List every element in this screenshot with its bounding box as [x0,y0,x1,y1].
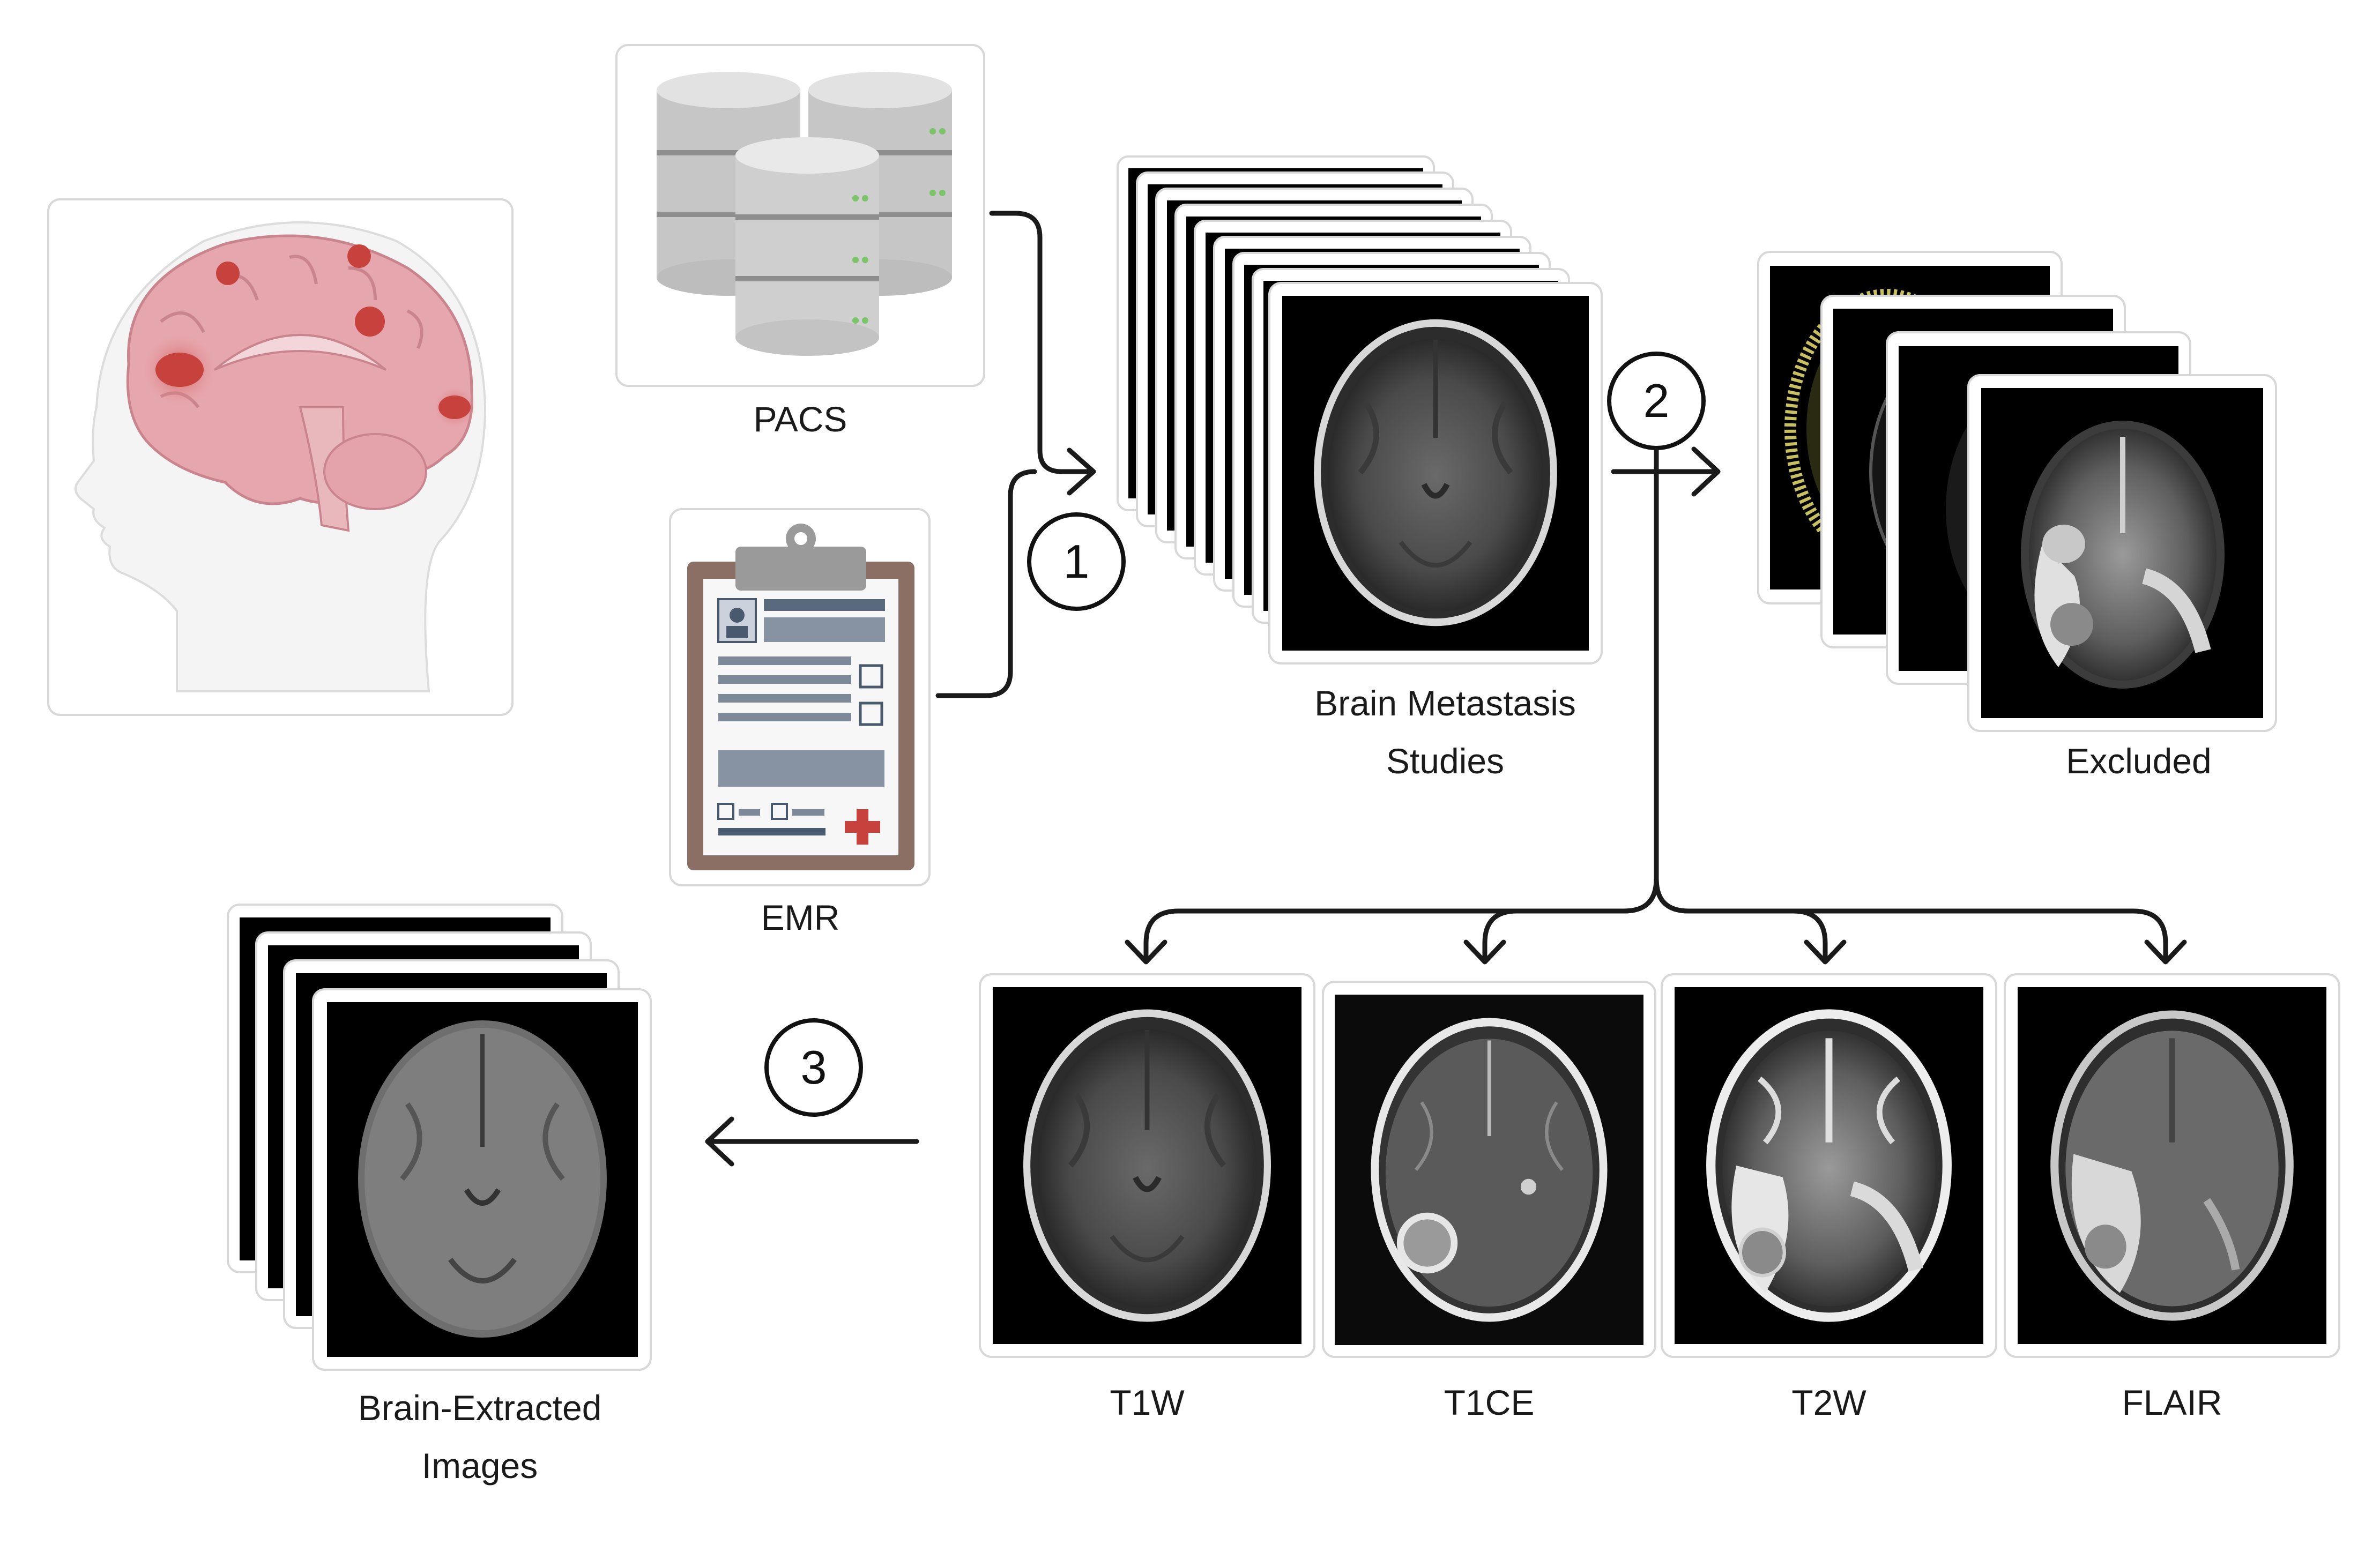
split-arrows [1125,447,2187,965]
mri-scan [1314,319,1557,626]
t1w-label: T1W [1110,1383,1185,1422]
t2w-label: T2W [1791,1383,1866,1422]
mri-scan [1706,1009,1952,1322]
studies-label-line1: Brain Metastasis [1314,683,1576,723]
excluded-stack [1757,251,2277,732]
studies-stack [1117,155,1603,665]
t1ce-label: T1CE [1444,1383,1535,1422]
step-3-badge: 3 [764,1018,863,1117]
excluded-card-front [1967,374,2277,732]
step-2-badge: 2 [1607,352,1706,450]
flair-card [2004,973,2340,1358]
t1ce-card [1322,981,1656,1358]
exclude-arrow [1611,446,1721,497]
database-icon [657,72,952,356]
t1w-card [979,973,1315,1358]
step-2-number: 2 [1643,374,1670,427]
mri-scan [1023,1010,1271,1322]
step-3-number: 3 [801,1041,827,1094]
extracted-label-line1: Brain-Extracted [358,1388,602,1428]
emr-label: EMR [761,898,840,937]
mri-scan [2021,421,2225,689]
extracted-label-line2: Images [422,1446,538,1486]
pacs-card [615,44,985,387]
mri-scan [1371,1018,1608,1322]
emr-card [669,508,931,886]
step-1-badge: 1 [1027,512,1126,611]
brain-metastasis-illustration [75,221,487,692]
step-1-number: 1 [1063,535,1090,588]
mri-scan [358,1020,607,1338]
extract-arrow [705,1116,919,1167]
t2w-card [1661,973,1997,1358]
extracted-stack [227,904,652,1371]
flair-label: FLAIR [2122,1383,2222,1422]
clipboard-icon [687,524,914,870]
studies-label-line2: Studies [1386,741,1504,781]
pacs-label: PACS [754,399,847,439]
merge-arrow [935,211,1096,698]
mri-scan [2050,1010,2294,1321]
excluded-label: Excluded [2066,741,2212,781]
brain-illustration-card [47,198,514,716]
